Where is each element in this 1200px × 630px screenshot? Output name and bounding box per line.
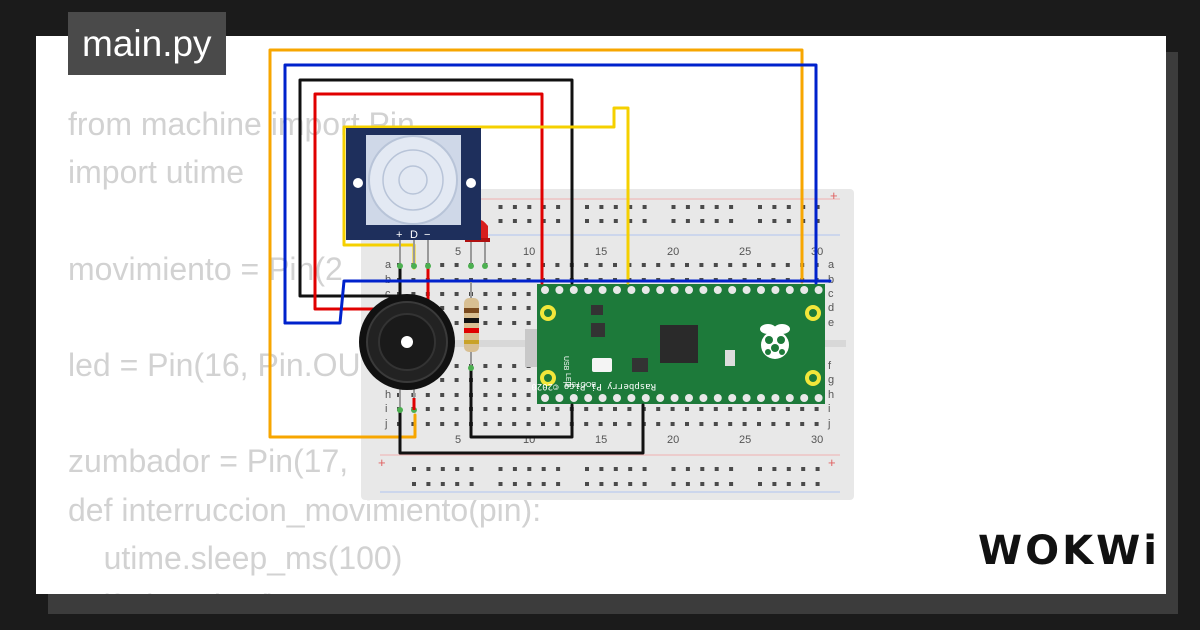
rail-plus-label-top: + [830,188,838,203]
row-letter: e [828,317,834,329]
code-line: movimiento = Pin(2 [68,250,343,287]
code-line: utime.sleep_ms(100) [68,539,403,576]
bootsel-label: BOOTSEL [563,380,596,387]
wire-blue [283,63,818,325]
code-line: def interruccion_movimiento(pin): [68,491,542,528]
row-letter: a [385,259,392,271]
row-letter: a [828,259,835,271]
led-label: LED [564,373,571,387]
usb-label: USB [562,356,569,371]
piezo-buzzer[interactable] [359,294,455,413]
col-number: 30 [811,434,823,446]
row-letter: c [828,288,834,300]
row-letter: h [385,389,391,401]
code-line: zumbador = Pin(17, [68,443,349,480]
col-number: 25 [739,246,751,258]
wokwi-logo: WOKWi [978,528,1160,574]
col-number: 20 [667,434,679,446]
pir-pin-d: D [410,229,418,241]
col-number: 25 [739,434,751,446]
resistor[interactable] [464,282,479,371]
code-line: import utime [68,154,245,191]
row-letter: f [828,360,832,372]
col-number: 5 [455,434,461,446]
pir-pin-minus: − [424,229,430,241]
wire-orange [268,48,804,439]
rp2040-chip [660,325,698,363]
row-letter: i [385,403,387,415]
col-number: 15 [595,434,607,446]
row-letter: g [828,374,834,386]
row-letter: j [384,418,387,430]
col-number: 20 [667,246,679,258]
row-letter: i [828,403,830,415]
pir-pin-plus: + [396,229,402,241]
col-number: 10 [523,246,535,258]
pico-label: Raspberry Pi Pico ©2020 [531,381,656,391]
bootsel-button[interactable] [592,358,612,372]
row-letter: j [827,418,830,430]
wire-blue-rail [283,279,832,325]
wire-black-buzzer [398,403,645,455]
pir-motion-sensor[interactable]: + D − [346,128,481,269]
row-letter: h [828,389,834,401]
row-letter: c [385,288,391,300]
rail-plus-label-right: + [828,455,836,470]
code-line: if pin.value(): [68,588,287,594]
raspberry-logo-icon [760,324,790,359]
code-line: led = Pin(16, Pin.OU [68,347,361,384]
col-number: 15 [595,246,607,258]
raspberry-pi-pico[interactable]: Raspberry Pi Pico ©2020 USB BOOTSEL LED [525,284,825,404]
row-letter: d [828,302,834,314]
wire-black-led [469,366,574,439]
col-number: 5 [455,246,461,258]
wire-black-pir [298,78,574,298]
wire-yellow-pir [342,106,630,285]
rail-plus-label-left: + [378,455,386,470]
file-tab[interactable]: main.py [68,12,226,75]
